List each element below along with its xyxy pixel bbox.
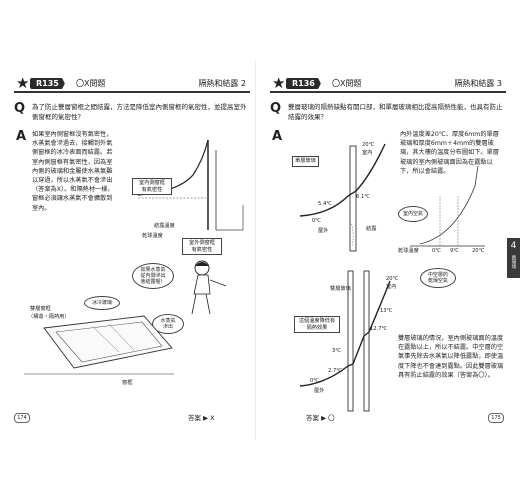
inner-pane bbox=[347, 270, 354, 412]
label-indoor-air: 室內空氣 bbox=[398, 206, 428, 222]
topic-title: 隔熱和結露 3 bbox=[454, 79, 502, 88]
a-letter: A bbox=[272, 129, 283, 144]
chapter-label: 熱環境 bbox=[511, 255, 516, 269]
label-t0: 0℃ bbox=[312, 218, 322, 224]
right-header: ★ R136 〇X問題 隔熱和結露 3 bbox=[270, 74, 506, 93]
label-t61: 6.1℃ bbox=[356, 194, 371, 200]
psychrometric-curve bbox=[419, 165, 479, 245]
label-single-glass: 單層玻璃 bbox=[292, 156, 319, 167]
a-letter: A bbox=[16, 129, 27, 144]
label-t0b: 0℃ bbox=[310, 378, 320, 384]
answer-intro-text: 內外溫度差20℃、厚度6mm的單層玻璃和厚度6mm＋4mm的雙層玻璃，其大樓的溫… bbox=[400, 131, 499, 175]
label-indoor: 室內 bbox=[362, 150, 373, 156]
q-letter: Q bbox=[14, 101, 26, 116]
label-dew-temp: 結露溫度 bbox=[154, 223, 175, 229]
label-indoorb: 室內 bbox=[386, 284, 397, 290]
label-t54: 5.4℃ bbox=[318, 201, 333, 207]
label-axis9: 9℃ bbox=[450, 248, 460, 254]
question-text: 為了防止雙層窗框之間結露，方法是降低室內側窗框的氣密性，並提高室外側窗框的氣密性… bbox=[32, 103, 247, 121]
chapter-number: 4 bbox=[510, 241, 517, 251]
label-outdoorb: 屋外 bbox=[314, 388, 325, 394]
label-double-sash: 雙層窗框 bbox=[30, 306, 51, 312]
label-outdoor: 屋外 bbox=[318, 228, 329, 234]
label-insulation-effect: 這個溫度降低有 隔熱效果 bbox=[294, 316, 340, 333]
label-sash: 窗框 bbox=[122, 380, 133, 386]
label-t3: 3℃ bbox=[332, 348, 342, 354]
answer-body-text: 雙層玻璃的情況，室內側玻璃面的溫度在露點以上，所以不結露。中空層的空氣事先除去水… bbox=[398, 335, 504, 379]
question-text: 雙層玻璃的隔熱缺點有開口部，和單層玻璃相比提高隔熱性能，也具有防止結露的效果？ bbox=[288, 103, 503, 121]
character-figure bbox=[191, 260, 227, 315]
left-header: ★ R135 〇X問題 隔熱和結露 2 bbox=[14, 74, 250, 93]
topic-title: 隔熱和結露 2 bbox=[198, 79, 246, 88]
label-vapor-out: 水蒸氣 滲出 bbox=[152, 314, 184, 334]
right-page: ★ R136 〇X問題 隔熱和結露 3 Q 雙層玻璃的隔熱缺點有開口部，和單層玻… bbox=[270, 58, 506, 448]
label-t27: 2.7℃ bbox=[328, 368, 343, 374]
label-axis20: 20℃ bbox=[472, 248, 485, 254]
label-axis0: 0℃ bbox=[432, 248, 442, 254]
question-type: 〇X問題 bbox=[76, 79, 106, 88]
outer-pane bbox=[363, 270, 370, 412]
single-glass-diagram bbox=[299, 143, 485, 252]
left-page: ★ R135 〇X問題 隔熱和結露 2 Q 為了防止雙層窗框之間結露，方法是降低… bbox=[14, 58, 250, 448]
star-icon: ★ bbox=[16, 74, 30, 92]
label-dry-bulb: 乾球溫度 bbox=[398, 248, 419, 254]
answer-footer: 答案 ▶ 〇 bbox=[306, 414, 335, 422]
answer-footer: 答案 ▶ X bbox=[188, 414, 215, 422]
label-t127: 12.7℃ bbox=[370, 326, 388, 332]
double-temperature-curve bbox=[299, 280, 391, 387]
temperature-curve bbox=[299, 143, 386, 217]
label-t20: 20℃ bbox=[362, 142, 375, 148]
label-indoor-airtight: 室內側窗框 有氣密性 bbox=[132, 178, 172, 195]
question-type: 〇X問題 bbox=[332, 79, 362, 88]
label-condensation: 結露 bbox=[366, 226, 377, 232]
axis-corner bbox=[216, 205, 244, 231]
label-outdoor-airtight: 室外側窗框 有氣密性 bbox=[182, 238, 222, 255]
page-number: 175 bbox=[488, 413, 504, 423]
question-code: R135 bbox=[30, 78, 65, 89]
page-gutter bbox=[255, 60, 256, 440]
label-hollow-layer: 中空層的 乾燥空氣 bbox=[420, 268, 456, 288]
double-sash-illustration bbox=[24, 315, 174, 375]
label-double-sash-sub: （構造・隔熱用） bbox=[28, 314, 70, 320]
double-glass-diagram bbox=[299, 270, 391, 412]
question-code: R136 bbox=[286, 78, 321, 89]
speech-bubble-condensation: 如果水蒸氣 從內側滲出 會結露喔！ bbox=[132, 263, 174, 289]
answer-text: 如果室內側窗框沒有氣密性，水蒸氣會滲過去，接觸到外氣側窗框的冰冷表面而結露。若室… bbox=[32, 131, 114, 212]
label-dry-temp: 乾球溫度 bbox=[142, 233, 163, 239]
label-double-glass: 雙層玻璃 bbox=[330, 286, 351, 292]
label-cold-glass: 冰冷玻璃 bbox=[84, 296, 120, 310]
header-rule bbox=[270, 91, 506, 93]
q-letter: Q bbox=[270, 101, 282, 116]
page-number: 174 bbox=[14, 413, 30, 423]
label-t13: 13℃ bbox=[380, 308, 393, 314]
chapter-tab[interactable]: 4 熱環境 bbox=[507, 238, 520, 278]
label-t20b: 20℃ bbox=[386, 276, 399, 282]
star-icon: ★ bbox=[272, 74, 286, 92]
header-rule bbox=[14, 91, 250, 93]
single-glass-pane bbox=[349, 145, 357, 252]
